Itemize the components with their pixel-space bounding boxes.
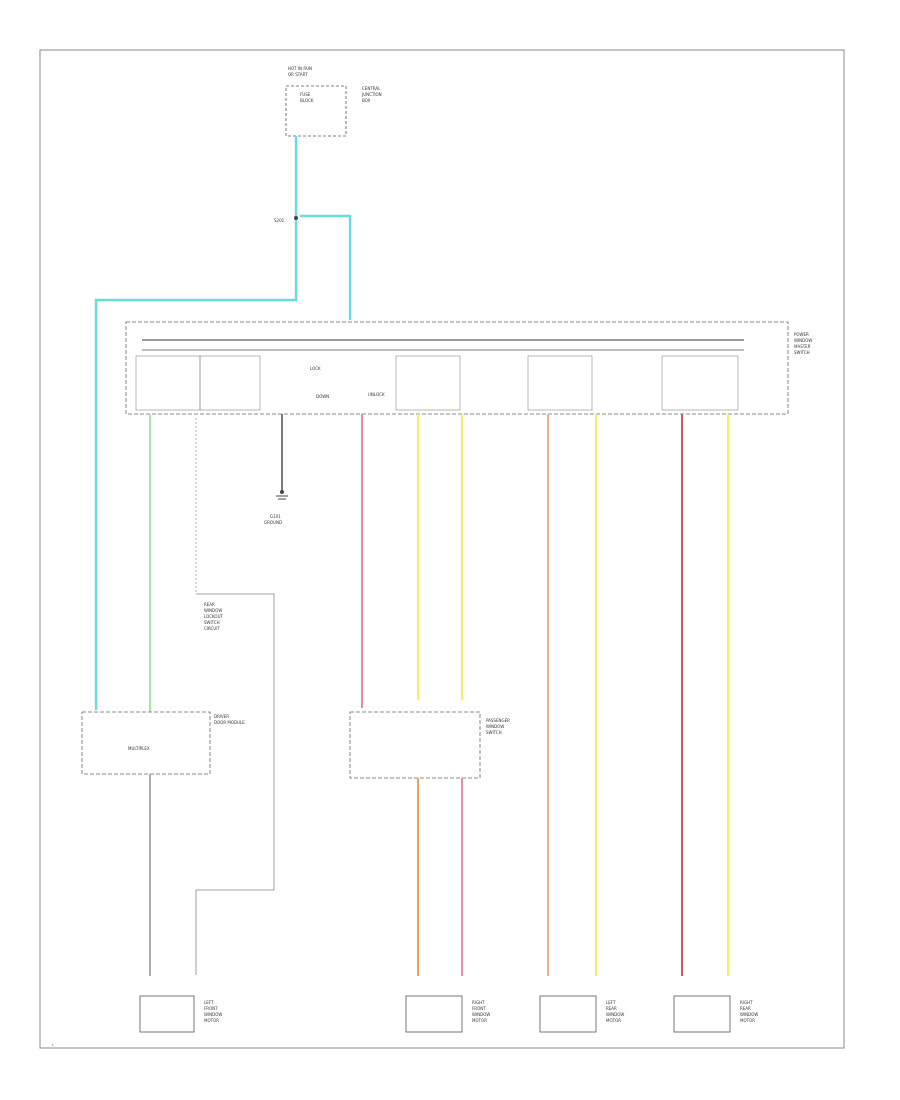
diagram-border bbox=[39, 49, 845, 1049]
ground-branch: G101 GROUND bbox=[264, 414, 288, 525]
motor-rr-line-2: REAR bbox=[740, 1006, 751, 1011]
motor-rr-line-4: MOTOR bbox=[740, 1018, 755, 1023]
note-line-2: WINDOW bbox=[204, 608, 222, 613]
master-switch-label-4: SWITCH bbox=[794, 350, 810, 355]
master-switch-label-2: WINDOW bbox=[794, 338, 812, 343]
splice-label: S201 bbox=[274, 218, 285, 223]
block-label: BLOCK bbox=[300, 98, 314, 103]
motor-lf-line-1: LEFT bbox=[204, 1000, 214, 1005]
fuse-label: FUSE bbox=[300, 92, 311, 97]
motor-lr-line-2: REAR bbox=[606, 1006, 617, 1011]
motor-lr: LEFT REAR WINDOW MOTOR bbox=[539, 995, 624, 1033]
module-desc-1: DRIVER bbox=[214, 714, 229, 719]
module-label: MULTIPLEX bbox=[128, 746, 150, 751]
ground-label-2: GROUND bbox=[264, 520, 282, 525]
motor-lf-line-2: FRONT bbox=[204, 1006, 218, 1011]
note-line-3: LOCKOUT bbox=[204, 614, 224, 619]
unlock-label: UNLOCK bbox=[368, 392, 385, 397]
note-line-1: REAR bbox=[204, 602, 215, 607]
motor-rf-line-2: FRONT bbox=[472, 1006, 486, 1011]
down-label: DOWN bbox=[316, 394, 329, 399]
motor-lr-line-4: MOTOR bbox=[606, 1018, 621, 1023]
cjb-label-3: BOX bbox=[362, 98, 371, 103]
passenger-switch-label-3: SWITCH bbox=[486, 730, 502, 735]
cyan-feed-wire bbox=[94, 136, 352, 710]
motor-rr: RIGHT REAR WINDOW MOTOR bbox=[673, 995, 758, 1033]
passenger-switch: PASSENGER WINDOW SWITCH bbox=[349, 711, 510, 976]
master-switch-label-3: MASTER bbox=[794, 344, 811, 349]
motor-rf-line-4: MOTOR bbox=[472, 1018, 487, 1023]
master-switch-label-1: POWER bbox=[794, 332, 809, 337]
motor-lr-line-3: WINDOW bbox=[606, 1012, 624, 1017]
power-source-label-1: HOT IN RUN bbox=[288, 66, 312, 71]
lock-label: LOCK bbox=[310, 366, 321, 371]
multiplex-module: MULTIPLEX DRIVER DOOR MODULE bbox=[81, 711, 245, 976]
note-line-4: SWITCH bbox=[204, 620, 220, 625]
motor-rr-line-3: WINDOW bbox=[740, 1012, 758, 1017]
module-desc-2: DOOR MODULE bbox=[214, 720, 245, 725]
power-source-block: HOT IN RUN OR START FUSE BLOCK CENTRAL J… bbox=[285, 66, 382, 137]
lockout-circuit: REAR WINDOW LOCKOUT SWITCH CIRCUIT bbox=[195, 418, 275, 975]
motor-rf: RIGHT FRONT WINDOW MOTOR bbox=[405, 995, 490, 1033]
splice-dot bbox=[294, 216, 298, 220]
motor-lf-line-4: MOTOR bbox=[204, 1018, 219, 1023]
motor-rf-line-1: RIGHT bbox=[472, 1000, 485, 1005]
power-source-label-2: OR START bbox=[288, 72, 308, 77]
cjb-label-1: CENTRAL bbox=[362, 86, 381, 91]
motor-lr-line-1: LEFT bbox=[606, 1000, 616, 1005]
note-line-5: CIRCUIT bbox=[204, 626, 220, 631]
cjb-label-2: JUNCTION bbox=[361, 92, 382, 97]
footer-mark: L bbox=[52, 1043, 54, 1047]
passenger-switch-label-2: WINDOW bbox=[486, 724, 504, 729]
ground-label-1: G101 bbox=[270, 514, 281, 519]
switch-output-wires bbox=[149, 414, 729, 976]
motor-rf-line-3: WINDOW bbox=[472, 1012, 490, 1017]
motor-lf: LEFT FRONT WINDOW MOTOR bbox=[139, 995, 222, 1033]
passenger-switch-label-1: PASSENGER bbox=[486, 718, 510, 723]
master-switch-assembly: POWER WINDOW MASTER SWITCH LOCK DOWN UNL… bbox=[125, 321, 812, 415]
motor-rr-line-1: RIGHT bbox=[740, 1000, 753, 1005]
motor-lf-line-3: WINDOW bbox=[204, 1012, 222, 1017]
